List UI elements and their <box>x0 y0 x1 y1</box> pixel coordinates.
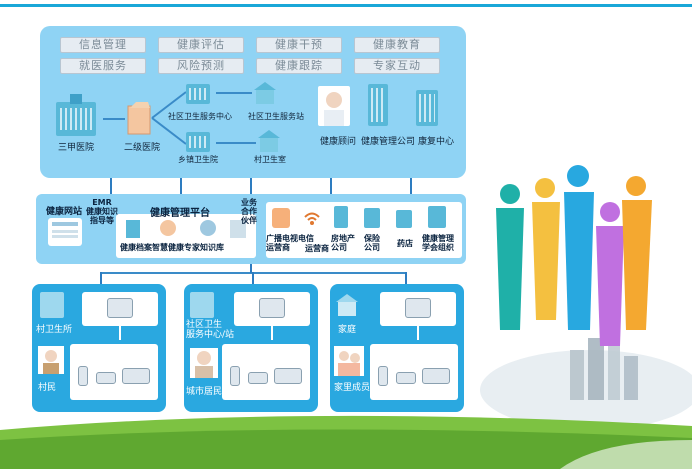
family-photo <box>334 346 364 376</box>
partner-operator: 运营商 <box>305 244 329 253</box>
village-label: 村卫生室 <box>254 155 286 164</box>
pharmacy-icon <box>396 210 412 228</box>
wifi-icon <box>304 212 320 225</box>
ground-swoosh <box>0 415 692 469</box>
connector <box>180 178 182 194</box>
link-line <box>216 142 256 144</box>
doctors-illustration <box>480 165 692 430</box>
realestate-icon <box>334 206 348 228</box>
platform-title: 健康管理平台 <box>150 208 210 219</box>
devices-card <box>222 344 310 400</box>
connector <box>250 178 252 194</box>
company-icon <box>368 84 390 126</box>
resident-photo <box>190 348 218 378</box>
association-icon <box>428 206 446 228</box>
consultant-photo <box>318 86 350 126</box>
villager-photo <box>38 346 64 374</box>
home-icon <box>334 292 360 316</box>
village-place-label: 村卫生所 <box>36 325 73 335</box>
tier3-label: 三甲医院 <box>58 143 95 153</box>
partner-insurance: 保险 公司 <box>364 234 380 252</box>
top-accent-line <box>0 4 692 7</box>
connector <box>110 178 112 194</box>
township-label: 乡镇卫生院 <box>178 155 218 164</box>
hospital-tier3-icon <box>56 94 100 136</box>
partner-pharmacy: 药店 <box>397 239 413 248</box>
devices-card <box>70 344 158 400</box>
rehab-icon <box>416 90 440 126</box>
family-member-label: 家里成员 <box>334 383 371 393</box>
partner-realestate: 房地产 公司 <box>331 234 355 252</box>
devices-card <box>370 344 458 400</box>
link-line <box>103 118 125 120</box>
partner-telecom: 广播电视电信 运营商 <box>266 234 314 252</box>
service-button-5[interactable]: 就医服务 <box>60 58 146 74</box>
villager-label: 村民 <box>38 383 57 393</box>
rehab-label: 康复中心 <box>418 137 455 147</box>
terminal-card <box>82 292 158 326</box>
hospital-tier2-icon <box>124 100 154 136</box>
platform-icons <box>126 220 246 238</box>
service-button-6[interactable]: 风险预测 <box>158 58 244 74</box>
community-station-label: 社区卫生服务站 <box>248 112 304 121</box>
website-card <box>48 218 82 246</box>
connector <box>250 264 252 273</box>
terminal-card <box>234 292 310 326</box>
partner-label: 业务 合作 伙伴 <box>241 198 257 225</box>
service-button-2[interactable]: 健康评估 <box>158 37 244 53</box>
service-button-1[interactable]: 信息管理 <box>60 37 146 53</box>
connector <box>119 326 121 340</box>
link-line <box>216 92 252 94</box>
insurance-icon <box>364 208 380 228</box>
branch-lines <box>151 91 187 145</box>
tv-icon <box>272 208 290 228</box>
connector <box>100 272 102 284</box>
connector <box>410 178 412 194</box>
community-center-icon <box>186 82 212 104</box>
tier2-label: 二级医院 <box>124 143 161 153</box>
partner-association: 健康管理 学会组织 <box>422 234 454 252</box>
village-clinic-icon <box>256 128 282 152</box>
resident-label: 城市居民 <box>186 387 223 397</box>
terminal-card <box>380 292 456 326</box>
community-place-label: 社区卫生 服务中心/站 <box>186 320 235 340</box>
community-station-icon <box>252 80 278 104</box>
home-label: 家庭 <box>338 325 357 335</box>
community-center-icon-b <box>190 292 214 318</box>
service-button-3[interactable]: 健康干预 <box>256 37 342 53</box>
township-icon <box>186 130 212 152</box>
connector <box>417 326 419 340</box>
village-clinic-icon-b <box>40 292 64 318</box>
service-button-8[interactable]: 专家互动 <box>354 58 440 74</box>
company-label: 健康管理公司 <box>361 137 416 147</box>
service-button-7[interactable]: 健康跟踪 <box>256 58 342 74</box>
service-button-4[interactable]: 健康教育 <box>354 37 440 53</box>
platform-subtitle: 健康档案智慧健康专家知识库 <box>120 243 224 252</box>
consultant-label: 健康顾问 <box>320 137 357 147</box>
connector <box>330 178 332 194</box>
connector <box>271 326 273 340</box>
website-label: 健康网站 <box>46 207 83 217</box>
community-center-label: 社区卫生服务中心 <box>168 112 232 121</box>
connector <box>252 272 254 284</box>
emr-label: EMR 健康知识 指导等 <box>86 198 118 225</box>
connector <box>405 272 407 284</box>
